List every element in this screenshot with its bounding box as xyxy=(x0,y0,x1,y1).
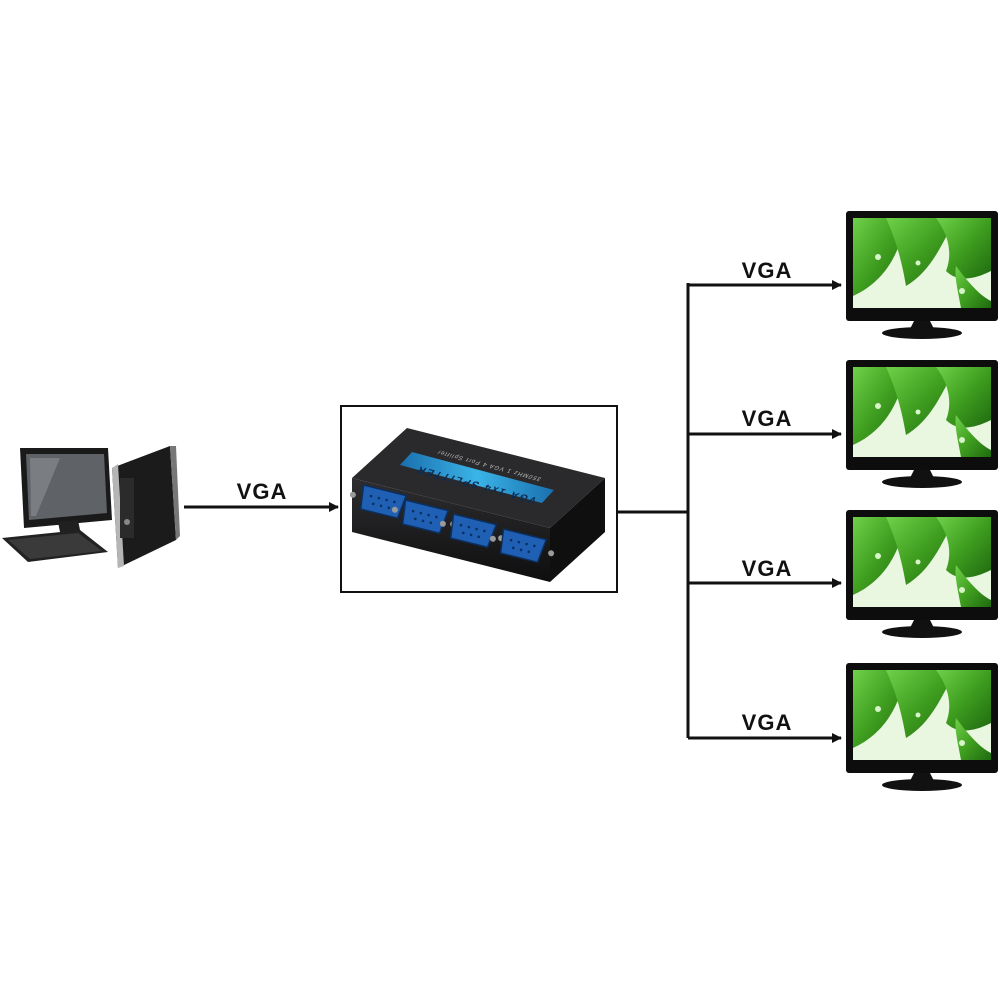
output-connection-label: VGA xyxy=(742,710,793,735)
output-connection-label: VGA xyxy=(742,258,793,283)
monitor-icon xyxy=(846,510,998,638)
monitor-icon xyxy=(846,663,998,791)
desktop-computer-icon xyxy=(2,446,180,568)
monitor-icon xyxy=(846,360,998,488)
output-connection-label: VGA xyxy=(742,556,793,581)
output-connection-label: VGA xyxy=(742,406,793,431)
input-connection-label: VGA xyxy=(237,479,288,504)
monitor-icon xyxy=(846,211,998,339)
splitter-label-band xyxy=(400,452,554,503)
vga-splitter-icon: VGA 1x4 SPLITTER 350MHz 1 VGA 4 Port Spl… xyxy=(346,428,605,582)
